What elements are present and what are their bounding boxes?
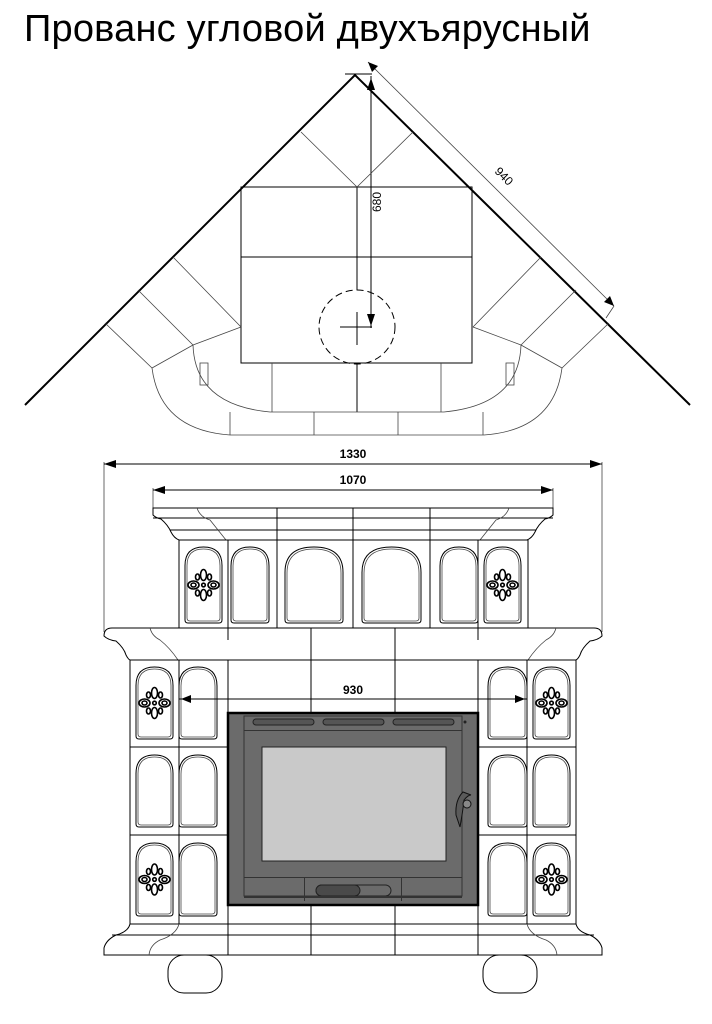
air-control-slider — [315, 884, 361, 897]
ornament-tile — [532, 666, 571, 740]
upper-tier-panels — [184, 546, 522, 624]
cornice-width-label: 1070 — [340, 473, 367, 487]
flower-ornament-icon — [138, 686, 171, 720]
side-dimension-line — [367, 61, 615, 307]
firebox-insert — [226, 711, 480, 907]
flower-ornament-icon — [187, 568, 220, 602]
arch-tile — [178, 754, 218, 828]
arch-tile — [230, 546, 270, 624]
depth-dimension-label: 680 — [370, 192, 384, 212]
ornament-tile — [135, 842, 174, 917]
flower-ornament-icon — [486, 568, 519, 602]
lower-tier-panels — [135, 666, 571, 917]
corner-walls — [24, 73, 691, 406]
flower-ornament-icon — [535, 863, 568, 896]
arch-tile — [178, 842, 218, 917]
flower-ornament-icon — [138, 863, 171, 896]
firebox-glass — [261, 746, 447, 862]
arch-tile — [361, 546, 422, 624]
arch-tile — [532, 754, 571, 828]
firebox-opening-label: 930 — [343, 683, 363, 697]
overall-width-label: 1330 — [340, 447, 367, 461]
side-dimension-label: 940 — [492, 164, 516, 188]
ornament-tile — [532, 842, 571, 917]
ornament-tile — [184, 546, 223, 624]
door-handle — [455, 791, 472, 828]
arch-tile — [487, 842, 528, 917]
arch-tile — [487, 754, 528, 828]
arch-tile — [135, 754, 174, 828]
ornament-tile — [483, 546, 522, 624]
flower-ornament-icon — [535, 686, 568, 720]
right-foot — [482, 954, 538, 994]
arch-tile — [439, 546, 479, 624]
front-view: 1330 1070 930 — [103, 447, 603, 994]
drawing-title: Прованс угловой двухъярусный — [24, 8, 591, 50]
arch-tile — [178, 666, 218, 740]
ornament-tile — [135, 666, 174, 740]
left-foot — [167, 954, 223, 994]
arch-tile — [284, 546, 344, 624]
arch-tile — [487, 666, 528, 740]
plan-view: 940 680 — [24, 61, 691, 436]
